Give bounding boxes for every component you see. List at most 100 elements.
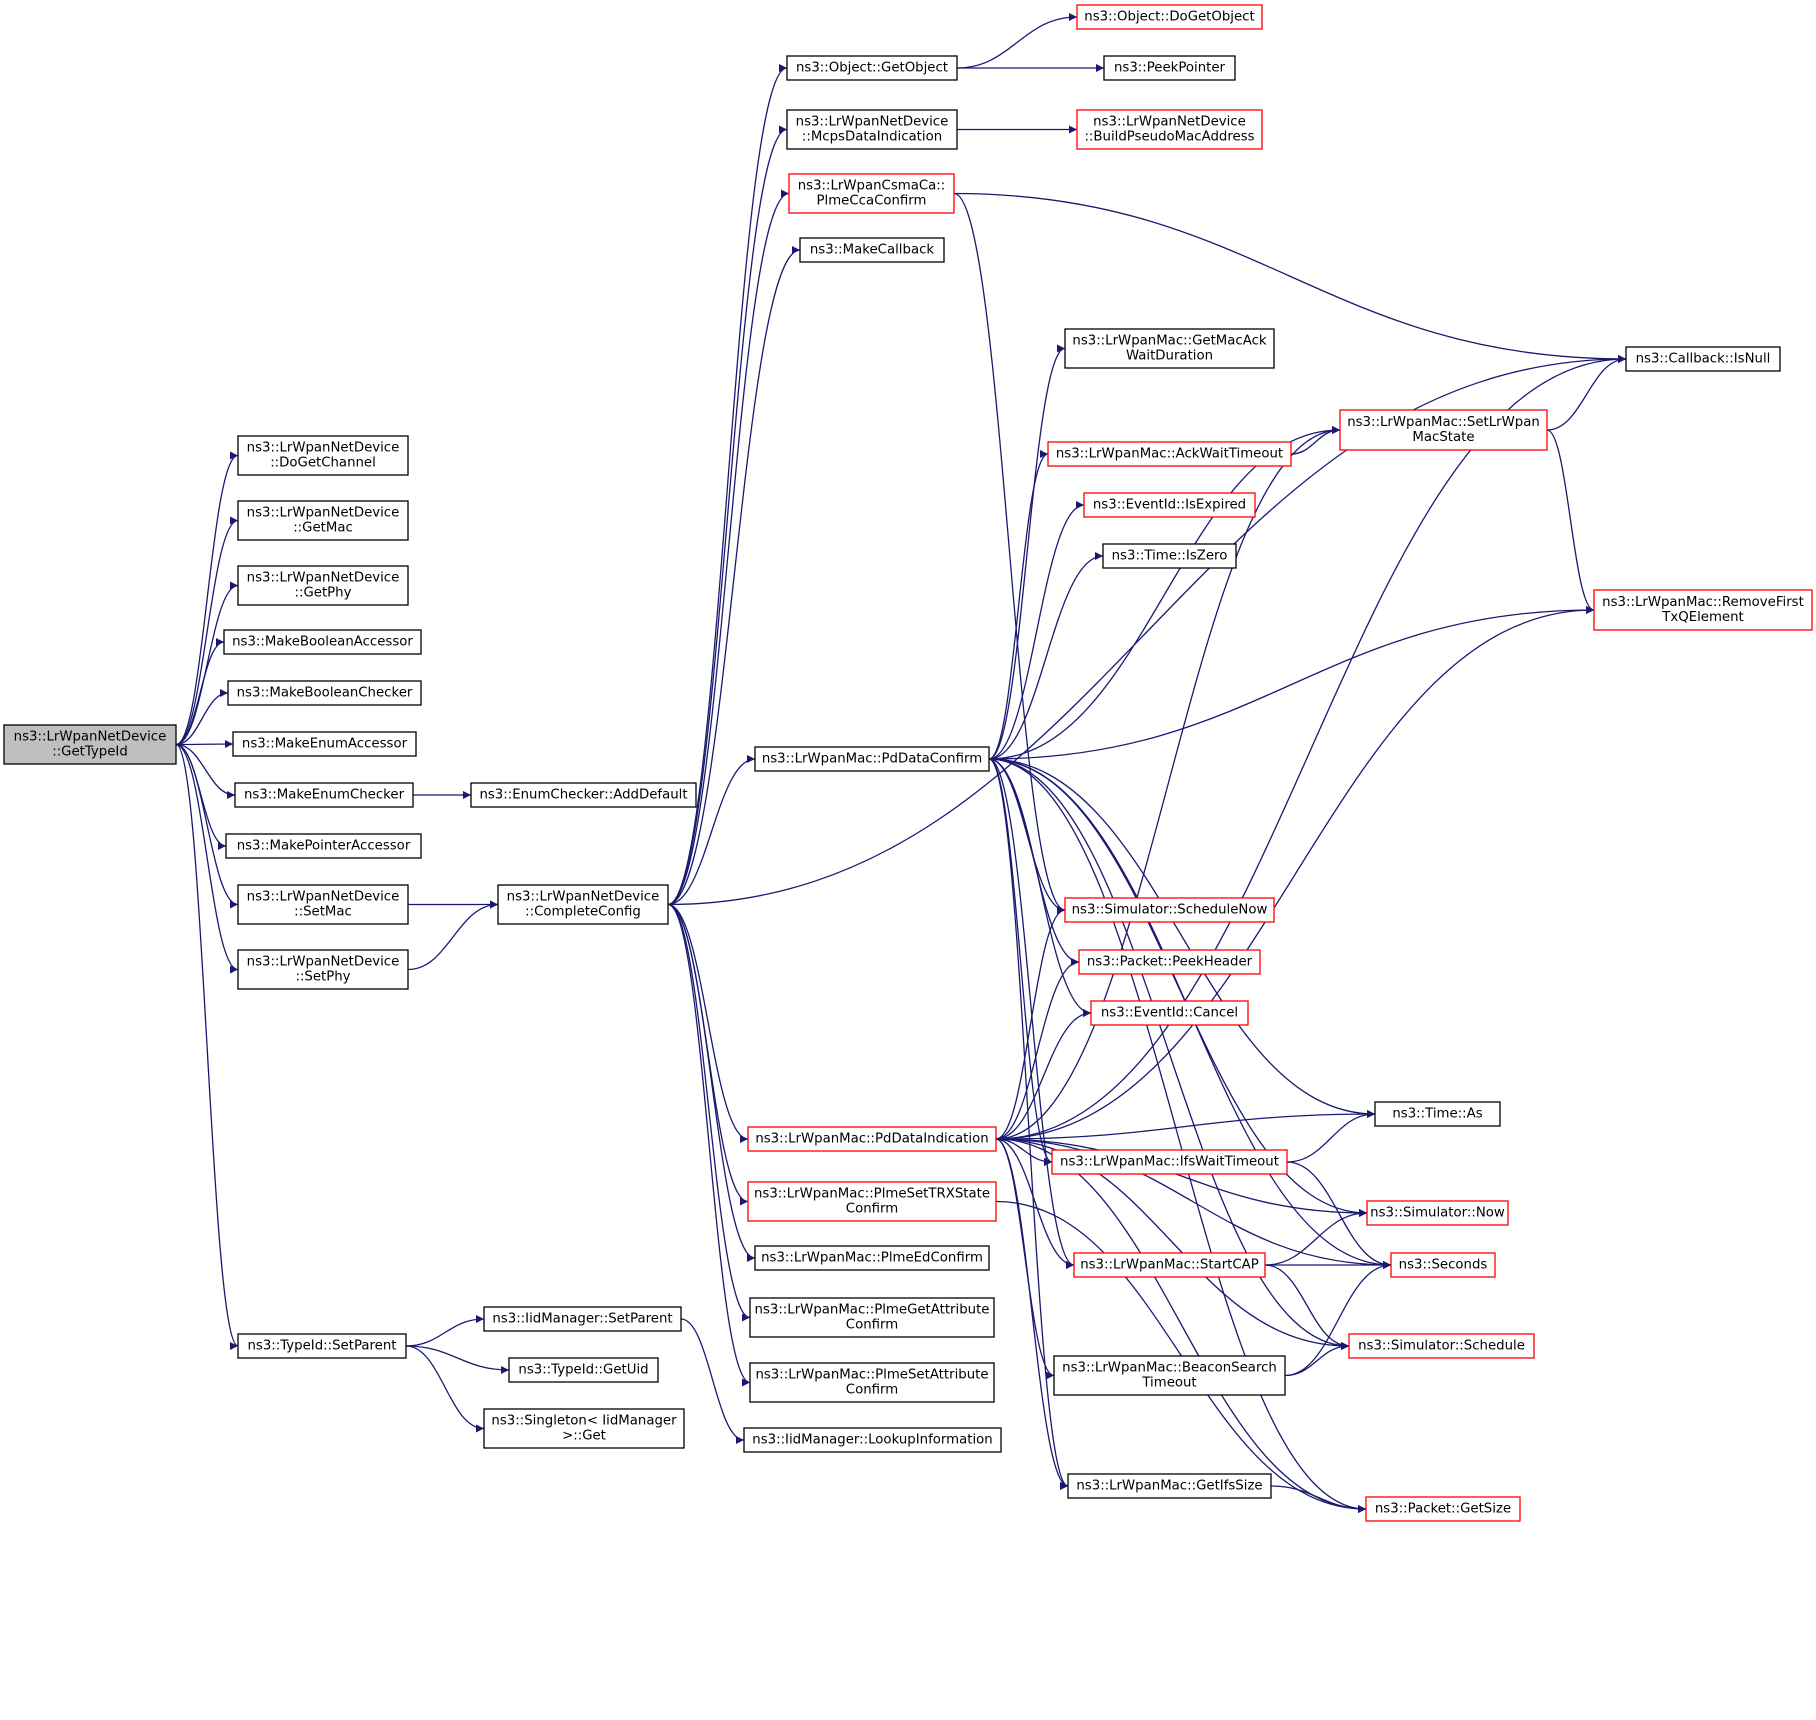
node-pddataconfirm[interactable]: ns3::LrWpanMac::PdDataConfirm	[754, 746, 990, 772]
node-box	[749, 1297, 995, 1338]
node-peekpointer[interactable]: ns3::PeekPointer	[1103, 55, 1236, 81]
node-time-iszero[interactable]: ns3::Time::IsZero	[1102, 543, 1237, 569]
node-buildpseudomacaddress[interactable]: ns3::LrWpanNetDevice::BuildPseudoMacAddr…	[1076, 109, 1263, 150]
node-label: ns3::LrWpanMac::GetIfsSize	[1076, 1479, 1262, 1494]
node-label: ns3::Packet::PeekHeader	[1087, 955, 1253, 970]
node-label: ns3::Callback::IsNull	[1636, 352, 1771, 367]
node-enumchecker-adddefault[interactable]: ns3::EnumChecker::AddDefault	[470, 782, 697, 808]
node-simulator-now[interactable]: ns3::Simulator::Now	[1366, 1200, 1509, 1226]
node-box	[1339, 409, 1548, 451]
node-callback-isnull[interactable]: ns3::Callback::IsNull	[1625, 346, 1781, 372]
node-getphy[interactable]: ns3::LrWpanNetDevice::GetPhy	[237, 565, 409, 606]
node-box	[470, 782, 697, 808]
node-makebooleanchecker[interactable]: ns3::MakeBooleanChecker	[227, 680, 422, 706]
node-packet-getsize[interactable]: ns3::Packet::GetSize	[1365, 1496, 1521, 1522]
node-label: ns3::LrWpanCsmaCa::	[798, 179, 946, 194]
node-setphy[interactable]: ns3::LrWpanNetDevice::SetPhy	[237, 949, 409, 990]
node-label: ::SetMac	[294, 905, 352, 920]
node-makebooleanaccessor[interactable]: ns3::MakeBooleanAccessor	[223, 629, 422, 655]
node-eventid-cancel[interactable]: ns3::EventId::Cancel	[1090, 1000, 1249, 1026]
node-makeenumaccessor[interactable]: ns3::MakeEnumAccessor	[232, 731, 417, 757]
node-label: MacState	[1412, 430, 1474, 445]
node-completeconfig[interactable]: ns3::LrWpanNetDevice::CompleteConfig	[497, 884, 669, 925]
node-label: ns3::Seconds	[1399, 1258, 1488, 1273]
edge-pddataconfirm-to-getmacackwaitduration	[988, 344, 1066, 760]
node-label: ::GetPhy	[295, 586, 352, 601]
edge-root-to-getphy	[175, 581, 239, 746]
node-getmac[interactable]: ns3::LrWpanNetDevice::GetMac	[237, 500, 409, 541]
node-label: ns3::Packet::GetSize	[1375, 1502, 1511, 1517]
edge-plmeccaconfirm-to-callback-isnull	[953, 192, 1627, 363]
node-object-getobject[interactable]: ns3::Object::GetObject	[786, 55, 958, 81]
node-startcap[interactable]: ns3::LrWpanMac::StartCAP	[1073, 1252, 1266, 1278]
node-box	[1064, 328, 1275, 369]
node-box	[237, 949, 409, 990]
node-simulator-schedule[interactable]: ns3::Simulator::Schedule	[1348, 1333, 1535, 1359]
edge-ackwaittimeout-to-setlrwpanmacstate	[1290, 426, 1341, 455]
node-ackwaittimeout[interactable]: ns3::LrWpanMac::AckWaitTimeout	[1047, 441, 1292, 467]
node-dogetchannel[interactable]: ns3::LrWpanNetDevice::DoGetChannel	[237, 435, 409, 476]
edge-root-to-makebooleanchecker	[175, 689, 229, 746]
node-label: ns3::EventId::IsExpired	[1093, 498, 1246, 513]
node-ifswaittimeout[interactable]: ns3::LrWpanMac::IfsWaitTimeout	[1051, 1149, 1288, 1175]
edge-beaconsearchtimeout-to-simulator-schedule	[1284, 1342, 1350, 1377]
edge-completeconfig-to-plmegetattributeconfirm	[667, 903, 751, 1322]
node-makepointeraccessor[interactable]: ns3::MakePointerAccessor	[225, 833, 422, 859]
edge-pddataindication-to-startcap	[995, 1138, 1075, 1269]
node-seconds[interactable]: ns3::Seconds	[1390, 1252, 1496, 1278]
node-box	[749, 1362, 995, 1403]
node-simulator-schedulenow[interactable]: ns3::Simulator::ScheduleNow	[1064, 897, 1275, 923]
edge-pddataindication-to-simulator-schedulenow	[995, 906, 1066, 1140]
edge-pddataindication-to-getifssize	[995, 1138, 1069, 1490]
node-label: ns3::Time::As	[1392, 1107, 1482, 1122]
node-iidmanager-setparent[interactable]: ns3::IidManager::SetParent	[483, 1306, 682, 1332]
node-packet-peekheader[interactable]: ns3::Packet::PeekHeader	[1078, 949, 1261, 975]
edge-pddataindication-to-simulator-now	[995, 1138, 1368, 1217]
node-label: TxQElement	[1661, 610, 1744, 625]
node-typeid-getuid[interactable]: ns3::TypeId::GetUid	[508, 1357, 659, 1383]
edge-root-to-getmac	[175, 516, 239, 746]
node-plmeccaconfirm[interactable]: ns3::LrWpanCsmaCa::PlmeCcaConfirm	[788, 173, 955, 214]
node-makecallback[interactable]: ns3::MakeCallback	[799, 237, 945, 263]
node-makeenumchecker[interactable]: ns3::MakeEnumChecker	[234, 782, 414, 808]
node-box	[743, 1427, 1002, 1453]
node-label: ns3::MakeBooleanAccessor	[232, 635, 413, 650]
node-box	[754, 1245, 990, 1271]
node-box	[483, 1408, 685, 1449]
edge-pddataconfirm-to-getifssize	[988, 758, 1069, 1490]
node-object-dogetobject[interactable]: ns3::Object::DoGetObject	[1076, 4, 1263, 30]
edges	[175, 13, 1627, 1513]
node-mcpsdataindication[interactable]: ns3::LrWpanNetDevice::McpsDataIndication	[786, 109, 958, 150]
node-box	[1103, 55, 1236, 81]
node-eventid-isexpired[interactable]: ns3::EventId::IsExpired	[1083, 492, 1256, 518]
node-root[interactable]: ns3::LrWpanNetDevice::GetTypeId	[3, 724, 177, 765]
node-pddataindication[interactable]: ns3::LrWpanMac::PdDataIndication	[747, 1126, 997, 1152]
node-lookupinformation[interactable]: ns3::IidManager::LookupInformation	[743, 1427, 1002, 1453]
node-plmeedconfirm[interactable]: ns3::LrWpanMac::PlmeEdConfirm	[754, 1245, 990, 1271]
edge-completeconfig-to-plmeedconfirm	[667, 903, 756, 1262]
edge-plmesettrxstateconfirm-to-packet-getsize	[995, 1200, 1367, 1513]
edge-pddataconfirm-to-eventid-cancel	[988, 758, 1092, 1017]
edge-getifssize-to-packet-getsize	[1270, 1485, 1367, 1513]
node-label: ns3::LrWpanMac::PdDataIndication	[755, 1132, 988, 1147]
node-singleton-get[interactable]: ns3::Singleton< IidManager>::Get	[483, 1408, 685, 1449]
node-label: ns3::Simulator::ScheduleNow	[1072, 903, 1268, 918]
node-typeid-setparent[interactable]: ns3::TypeId::SetParent	[237, 1333, 407, 1359]
node-label: Confirm	[846, 1202, 898, 1217]
node-setmac[interactable]: ns3::LrWpanNetDevice::SetMac	[237, 884, 409, 925]
node-time-as[interactable]: ns3::Time::As	[1374, 1101, 1501, 1127]
node-label: ns3::MakeEnumChecker	[244, 788, 405, 803]
node-box	[1374, 1101, 1501, 1127]
node-getifssize[interactable]: ns3::LrWpanMac::GetIfsSize	[1067, 1473, 1272, 1499]
node-label: ns3::LrWpanNetDevice	[1093, 115, 1246, 130]
edge-pddataconfirm-to-time-iszero	[988, 552, 1104, 760]
node-box	[1067, 1473, 1272, 1499]
node-box	[234, 782, 414, 808]
